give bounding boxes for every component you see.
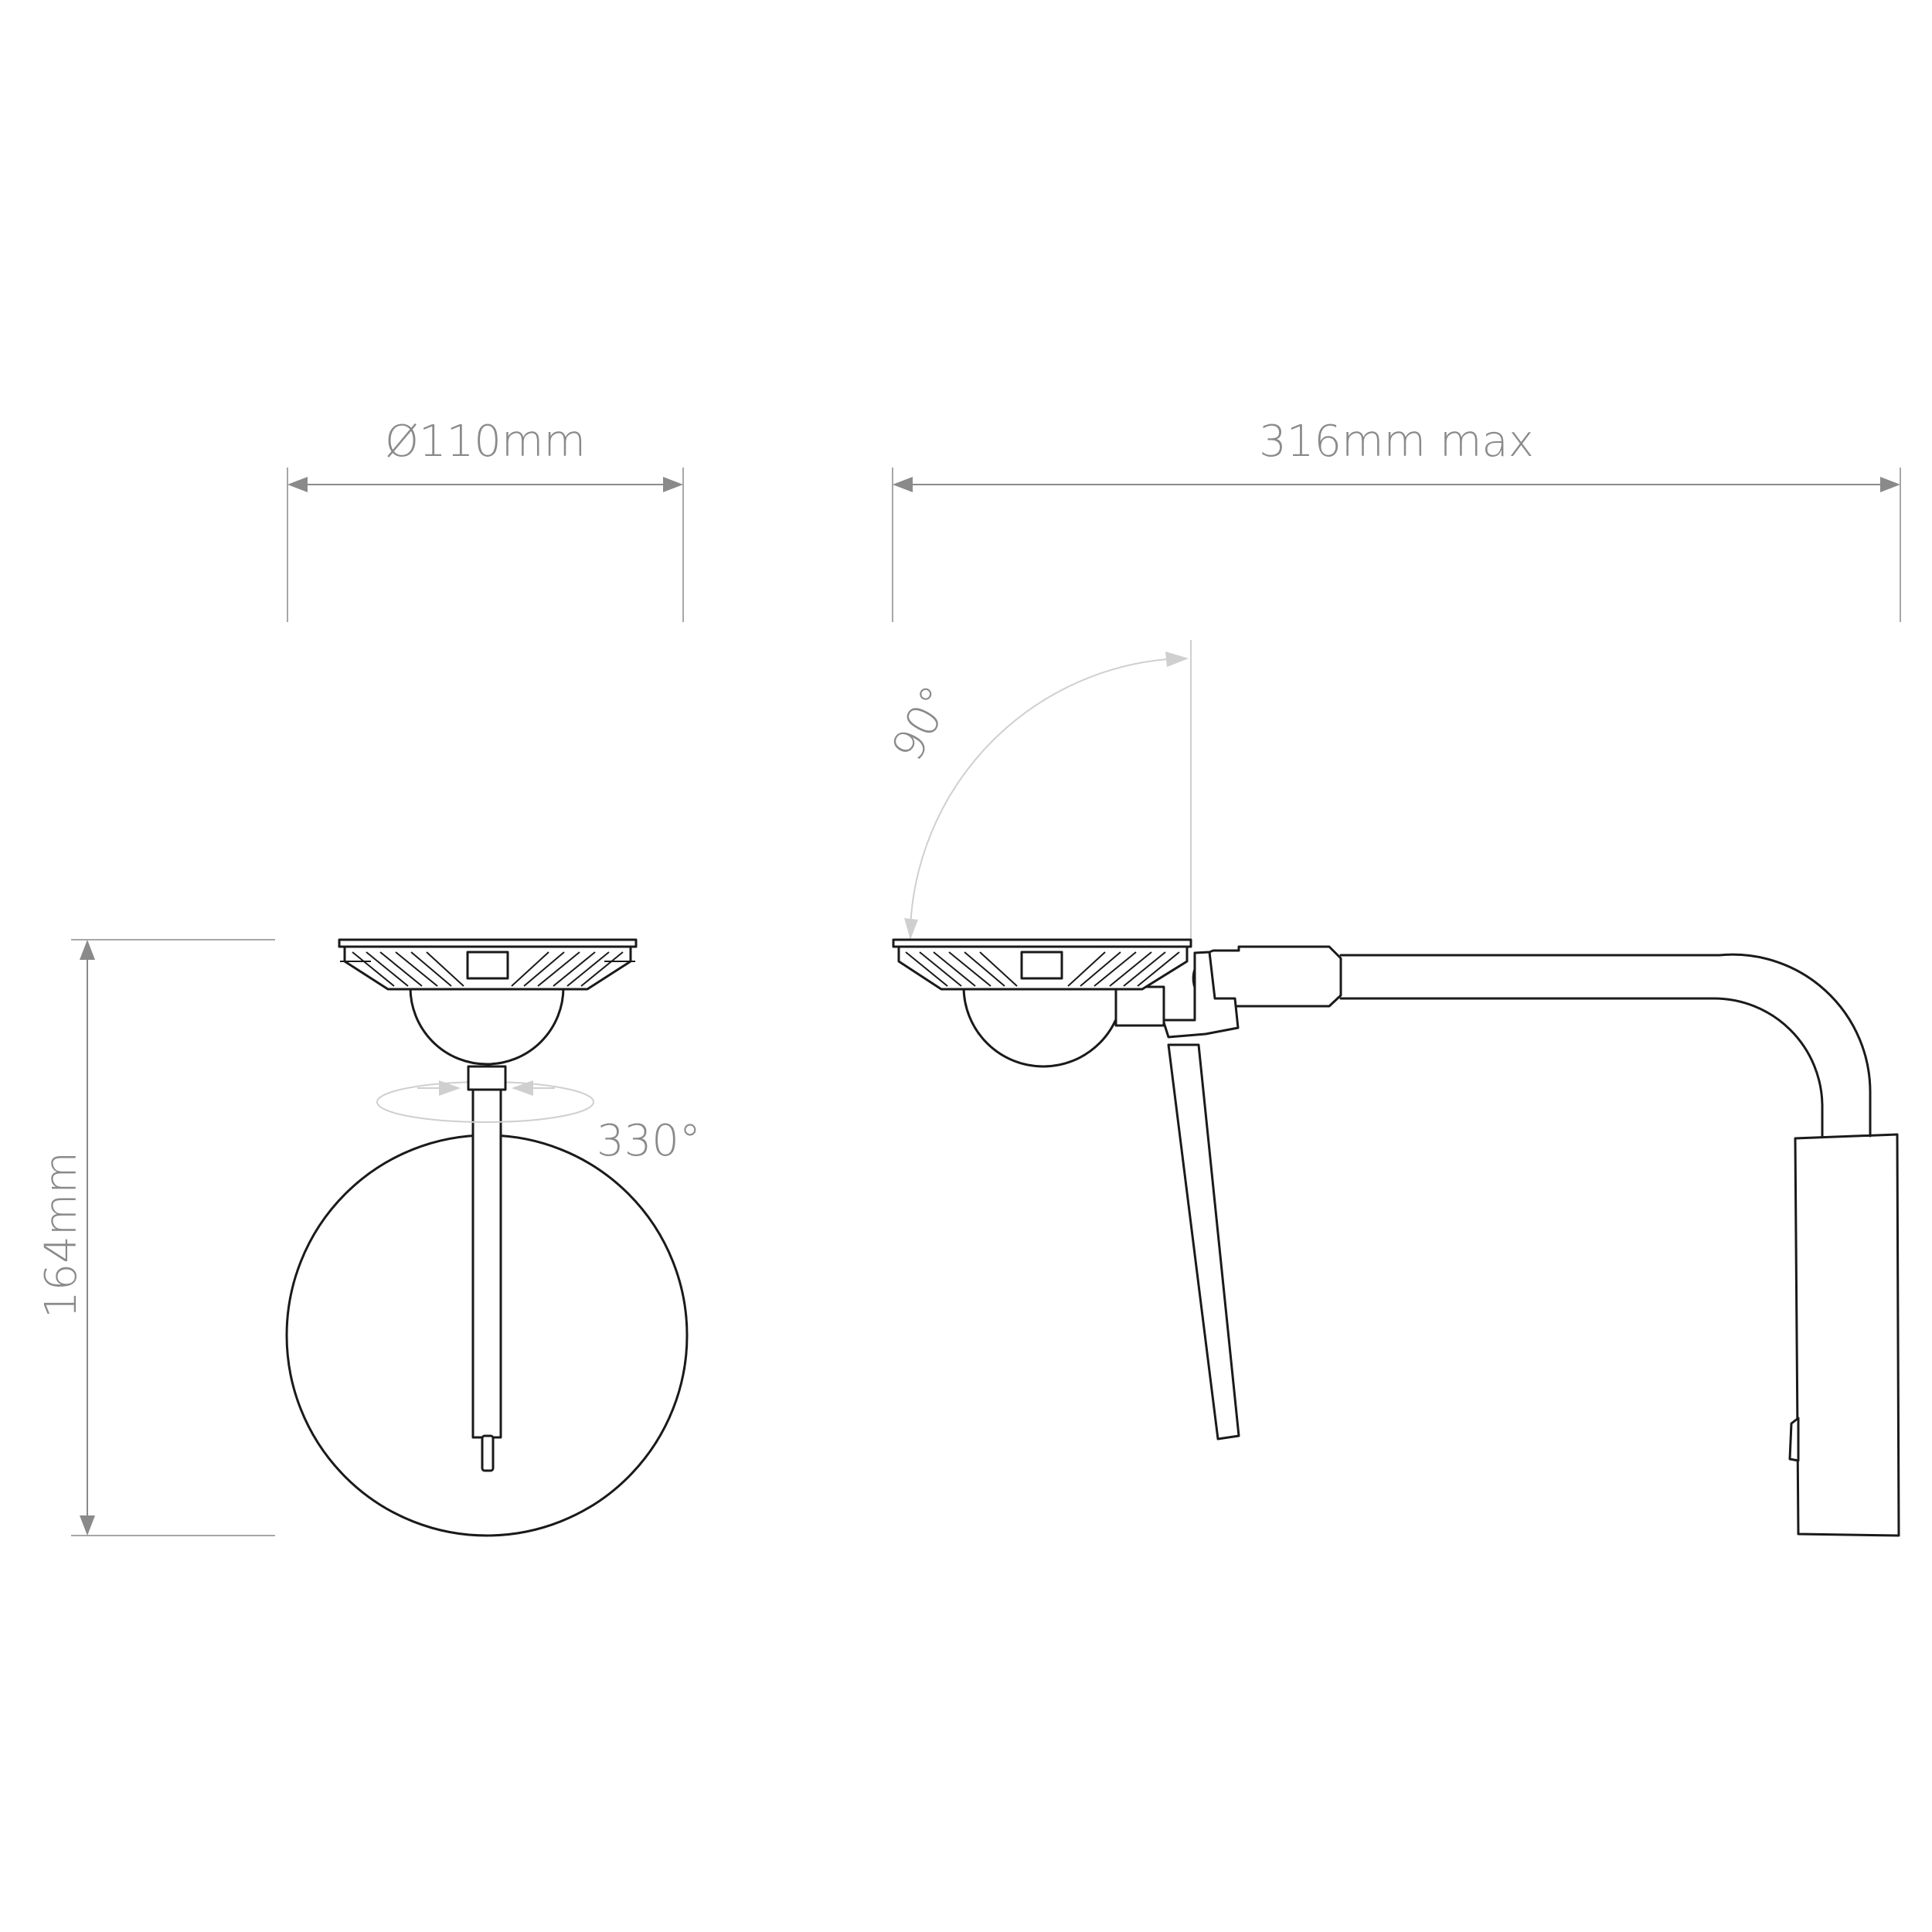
- diameter-dimension: Ø110mm: [287, 417, 684, 622]
- rotation-angle-label: 330°: [597, 1116, 701, 1166]
- wall-box: [1794, 1133, 1900, 1537]
- tilt-indicator: [904, 640, 1192, 940]
- heat-sink-fins: [340, 951, 635, 987]
- arm-inner-edge: [1339, 997, 1824, 1138]
- diameter-label: Ø110mm: [385, 417, 586, 467]
- tilt-arrow-down-icon: [904, 918, 918, 940]
- arrow-left-icon: [287, 477, 308, 492]
- hinge-bracket: [1162, 951, 1240, 1039]
- tilt-arrow-up-icon: [1165, 651, 1189, 667]
- arrow-up-icon: [80, 940, 95, 960]
- side-heat-sink-fins: [905, 951, 1180, 987]
- rotation-arrow-left-icon: [512, 1080, 533, 1096]
- front-view: 330°: [285, 938, 701, 1537]
- height-dimension: 164mm: [36, 939, 275, 1536]
- tilt-arc: [910, 658, 1168, 928]
- stem-collar: [467, 1065, 507, 1091]
- dome-knuckle: [409, 986, 565, 1066]
- height-label: 164mm: [36, 1151, 87, 1318]
- arrow-right-icon: [1880, 477, 1900, 492]
- tilt-lever: [1167, 1043, 1240, 1440]
- max-width-label: 316mm max: [1259, 417, 1534, 467]
- tilt-angle-label: 90°: [883, 678, 963, 769]
- arrow-right-icon: [663, 477, 683, 492]
- arrow-down-icon: [80, 1515, 95, 1536]
- arm-outer-edge: [1339, 953, 1872, 1138]
- stem-end: [481, 1434, 495, 1472]
- head-center-block: [466, 951, 509, 980]
- arm-stem: [471, 1073, 502, 1439]
- knuckle-connector: [1114, 985, 1165, 1027]
- side-view: 90°: [883, 640, 1900, 1537]
- side-dome-knuckle: [962, 985, 1124, 1068]
- arrow-left-icon: [893, 477, 913, 492]
- rotation-arrow-right-icon: [439, 1080, 461, 1096]
- max-width-dimension: 316mm max: [892, 417, 1901, 622]
- rocker-switch: [1788, 1417, 1800, 1462]
- side-head-center-block: [1020, 951, 1063, 980]
